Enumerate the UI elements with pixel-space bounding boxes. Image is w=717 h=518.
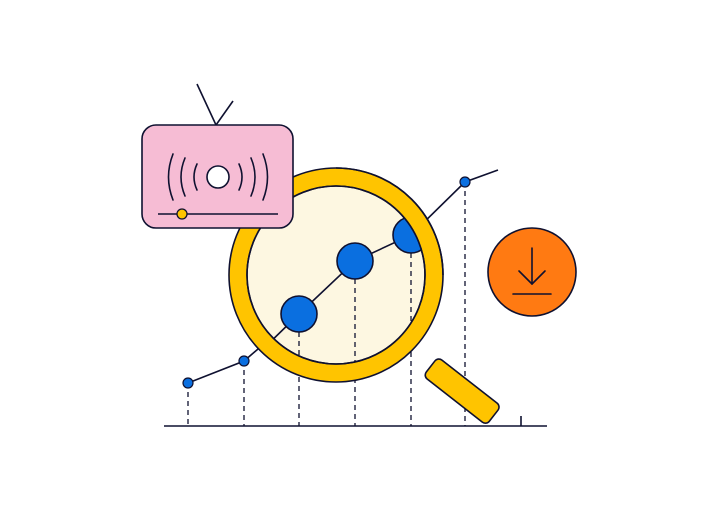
- download-icon: [487, 227, 577, 317]
- tv-icon: [141, 83, 294, 229]
- broadcast-icon: [167, 153, 269, 201]
- magnifier-handle: [424, 358, 500, 424]
- magnified-point: [336, 242, 374, 280]
- data-point: [459, 176, 471, 188]
- magnified-point: [280, 295, 318, 333]
- magnified-chart: [259, 206, 425, 364]
- antenna: [196, 83, 217, 126]
- slider-knob: [176, 208, 188, 220]
- data-point: [238, 355, 250, 367]
- data-point: [182, 377, 194, 389]
- antenna: [215, 100, 234, 126]
- download-arrowhead: [518, 270, 546, 285]
